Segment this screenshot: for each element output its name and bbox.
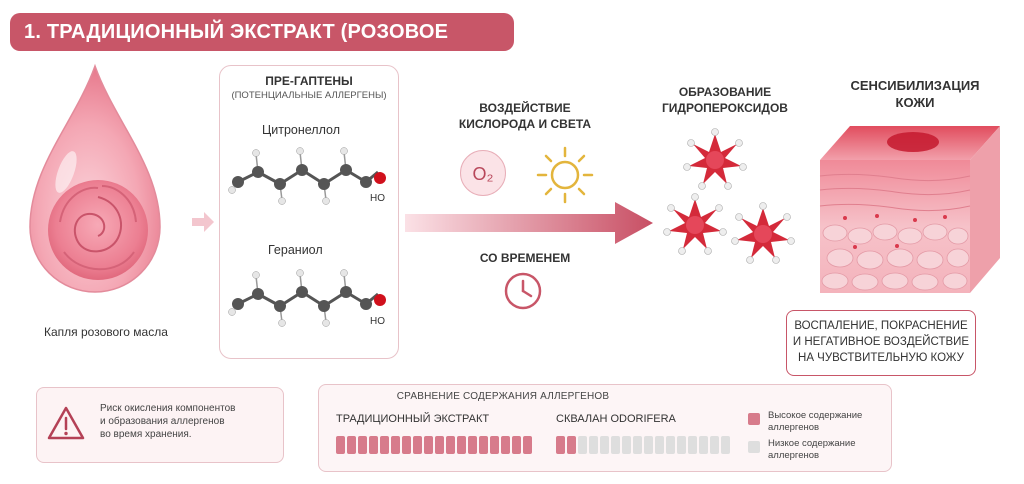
drop-caption: Капля розового масла bbox=[44, 325, 168, 339]
high-allergen-segment bbox=[358, 436, 367, 454]
pre-haptens-header: ПРЕ-ГАПТЕНЫ bbox=[265, 74, 353, 88]
legend-high-swatch bbox=[748, 413, 760, 425]
warning-box bbox=[36, 387, 284, 463]
traditional-label: ТРАДИЦИОННЫЙ ЭКСТРАКТ bbox=[336, 413, 490, 425]
high-allergen-segment bbox=[490, 436, 499, 454]
low-allergen-segment bbox=[710, 436, 719, 454]
legend-high-line2: аллергенов bbox=[768, 422, 820, 433]
hydroperoxide-molecules-icon bbox=[663, 128, 795, 264]
low-allergen-segment bbox=[666, 436, 675, 454]
oxygen-icon: O₂ bbox=[460, 150, 506, 196]
low-allergen-segment bbox=[578, 436, 587, 454]
legend-high-text: Высокое содержание аллергенов bbox=[768, 410, 862, 434]
low-allergen-segment bbox=[622, 436, 631, 454]
low-allergen-segment bbox=[688, 436, 697, 454]
squalane-label: СКВАЛАН ODORIFERA bbox=[556, 413, 676, 425]
legend-high-line1: Высокое содержание bbox=[768, 410, 863, 421]
citronellol-oh-label: HO bbox=[370, 193, 385, 204]
sensitization-header-line1: СЕНСИБИЛИЗАЦИЯ bbox=[850, 78, 980, 93]
low-allergen-segment bbox=[655, 436, 664, 454]
low-allergen-segment bbox=[644, 436, 653, 454]
pre-haptens-panel bbox=[219, 65, 399, 359]
skin-layers-illustration bbox=[819, 126, 1000, 293]
high-allergen-segment bbox=[435, 436, 444, 454]
warning-line3: во время хранения. bbox=[100, 429, 192, 440]
sensitization-note-line1: ВОСПАЛЕНИЕ, ПОКРАСНЕНИЕ bbox=[794, 320, 968, 332]
squalane-allergen-bar bbox=[556, 436, 730, 454]
high-allergen-segment bbox=[424, 436, 433, 454]
process-arrow-icon bbox=[405, 202, 653, 244]
high-allergen-segment bbox=[446, 436, 455, 454]
citronellol-molecule bbox=[228, 147, 386, 205]
high-allergen-segment bbox=[479, 436, 488, 454]
high-allergen-segment bbox=[402, 436, 411, 454]
sensitization-note-text: ВОСПАЛЕНИЕ, ПОКРАСНЕНИЕ И НЕГАТИВНОЕ ВОЗ… bbox=[786, 318, 976, 366]
citronellol-label: Цитронеллол bbox=[262, 123, 340, 137]
traditional-allergen-bar bbox=[336, 436, 532, 454]
legend-low-line2: аллергенов bbox=[768, 450, 820, 461]
sun-icon bbox=[536, 146, 594, 204]
high-allergen-segment bbox=[391, 436, 400, 454]
sensitization-note-box bbox=[786, 310, 976, 376]
hydroperoxides-header-line2: ГИДРОПЕРОКСИДОВ bbox=[662, 101, 788, 115]
time-label: СО ВРЕМЕНЕМ bbox=[479, 251, 571, 265]
high-allergen-segment bbox=[347, 436, 356, 454]
exposure-header-line2: КИСЛОРОДА И СВЕТА bbox=[458, 117, 592, 131]
low-allergen-segment bbox=[589, 436, 598, 454]
oxygen-label: O₂ bbox=[472, 164, 494, 184]
high-allergen-segment bbox=[413, 436, 422, 454]
high-allergen-segment bbox=[336, 436, 345, 454]
sensitization-note-line3: НА ЧУВСТВИТЕЛЬНУЮ КОЖУ bbox=[798, 352, 964, 364]
clock-icon bbox=[504, 272, 542, 310]
low-allergen-segment bbox=[633, 436, 642, 454]
geraniol-label: Гераниол bbox=[268, 243, 323, 257]
geraniol-molecule bbox=[228, 269, 386, 327]
high-allergen-segment bbox=[380, 436, 389, 454]
high-allergen-segment bbox=[468, 436, 477, 454]
low-allergen-segment bbox=[699, 436, 708, 454]
low-allergen-segment bbox=[611, 436, 620, 454]
high-allergen-segment bbox=[457, 436, 466, 454]
warning-icon bbox=[47, 406, 85, 440]
high-allergen-segment bbox=[369, 436, 378, 454]
pre-haptens-subheader: (ПОТЕНЦИАЛЬНЫЕ АЛЛЕРГЕНЫ) bbox=[231, 90, 387, 101]
low-allergen-segment bbox=[677, 436, 686, 454]
small-arrow-icon bbox=[192, 212, 214, 232]
warning-text: Риск окисления компонентов и образования… bbox=[100, 402, 280, 441]
geraniol-oh-label: HO bbox=[370, 316, 385, 327]
hydroperoxides-header-line1: ОБРАЗОВАНИЕ bbox=[678, 85, 772, 99]
sensitization-note-line2: И НЕГАТИВНОЕ ВОЗДЕЙСТВИЕ bbox=[792, 336, 970, 348]
low-allergen-segment bbox=[721, 436, 730, 454]
section-title: 1. ТРАДИЦИОННЫЙ ЭКСТРАКТ (РОЗОВОЕ МАСЛО) bbox=[10, 13, 514, 81]
high-allergen-segment bbox=[567, 436, 576, 454]
high-allergen-segment bbox=[512, 436, 521, 454]
comparison-title: СРАВНЕНИЕ СОДЕРЖАНИЯ АЛЛЕРГЕНОВ bbox=[396, 391, 610, 402]
legend-low-line1: Низкое содержание bbox=[768, 438, 856, 449]
high-allergen-segment bbox=[523, 436, 532, 454]
low-allergen-segment bbox=[600, 436, 609, 454]
high-allergen-segment bbox=[501, 436, 510, 454]
comparison-panel bbox=[318, 384, 892, 472]
warning-line1: Риск окисления компонентов bbox=[100, 403, 236, 414]
warning-line2: и образования аллергенов bbox=[100, 416, 225, 427]
exposure-header-line1: ВОЗДЕЙСТВИЕ bbox=[479, 101, 571, 115]
legend-low-swatch bbox=[748, 441, 760, 453]
legend-low-text: Низкое содержание аллергенов bbox=[768, 438, 856, 462]
rose-oil-drop-illustration bbox=[29, 63, 161, 293]
sensitization-header-line2: КОЖИ bbox=[895, 95, 935, 110]
high-allergen-segment bbox=[556, 436, 565, 454]
